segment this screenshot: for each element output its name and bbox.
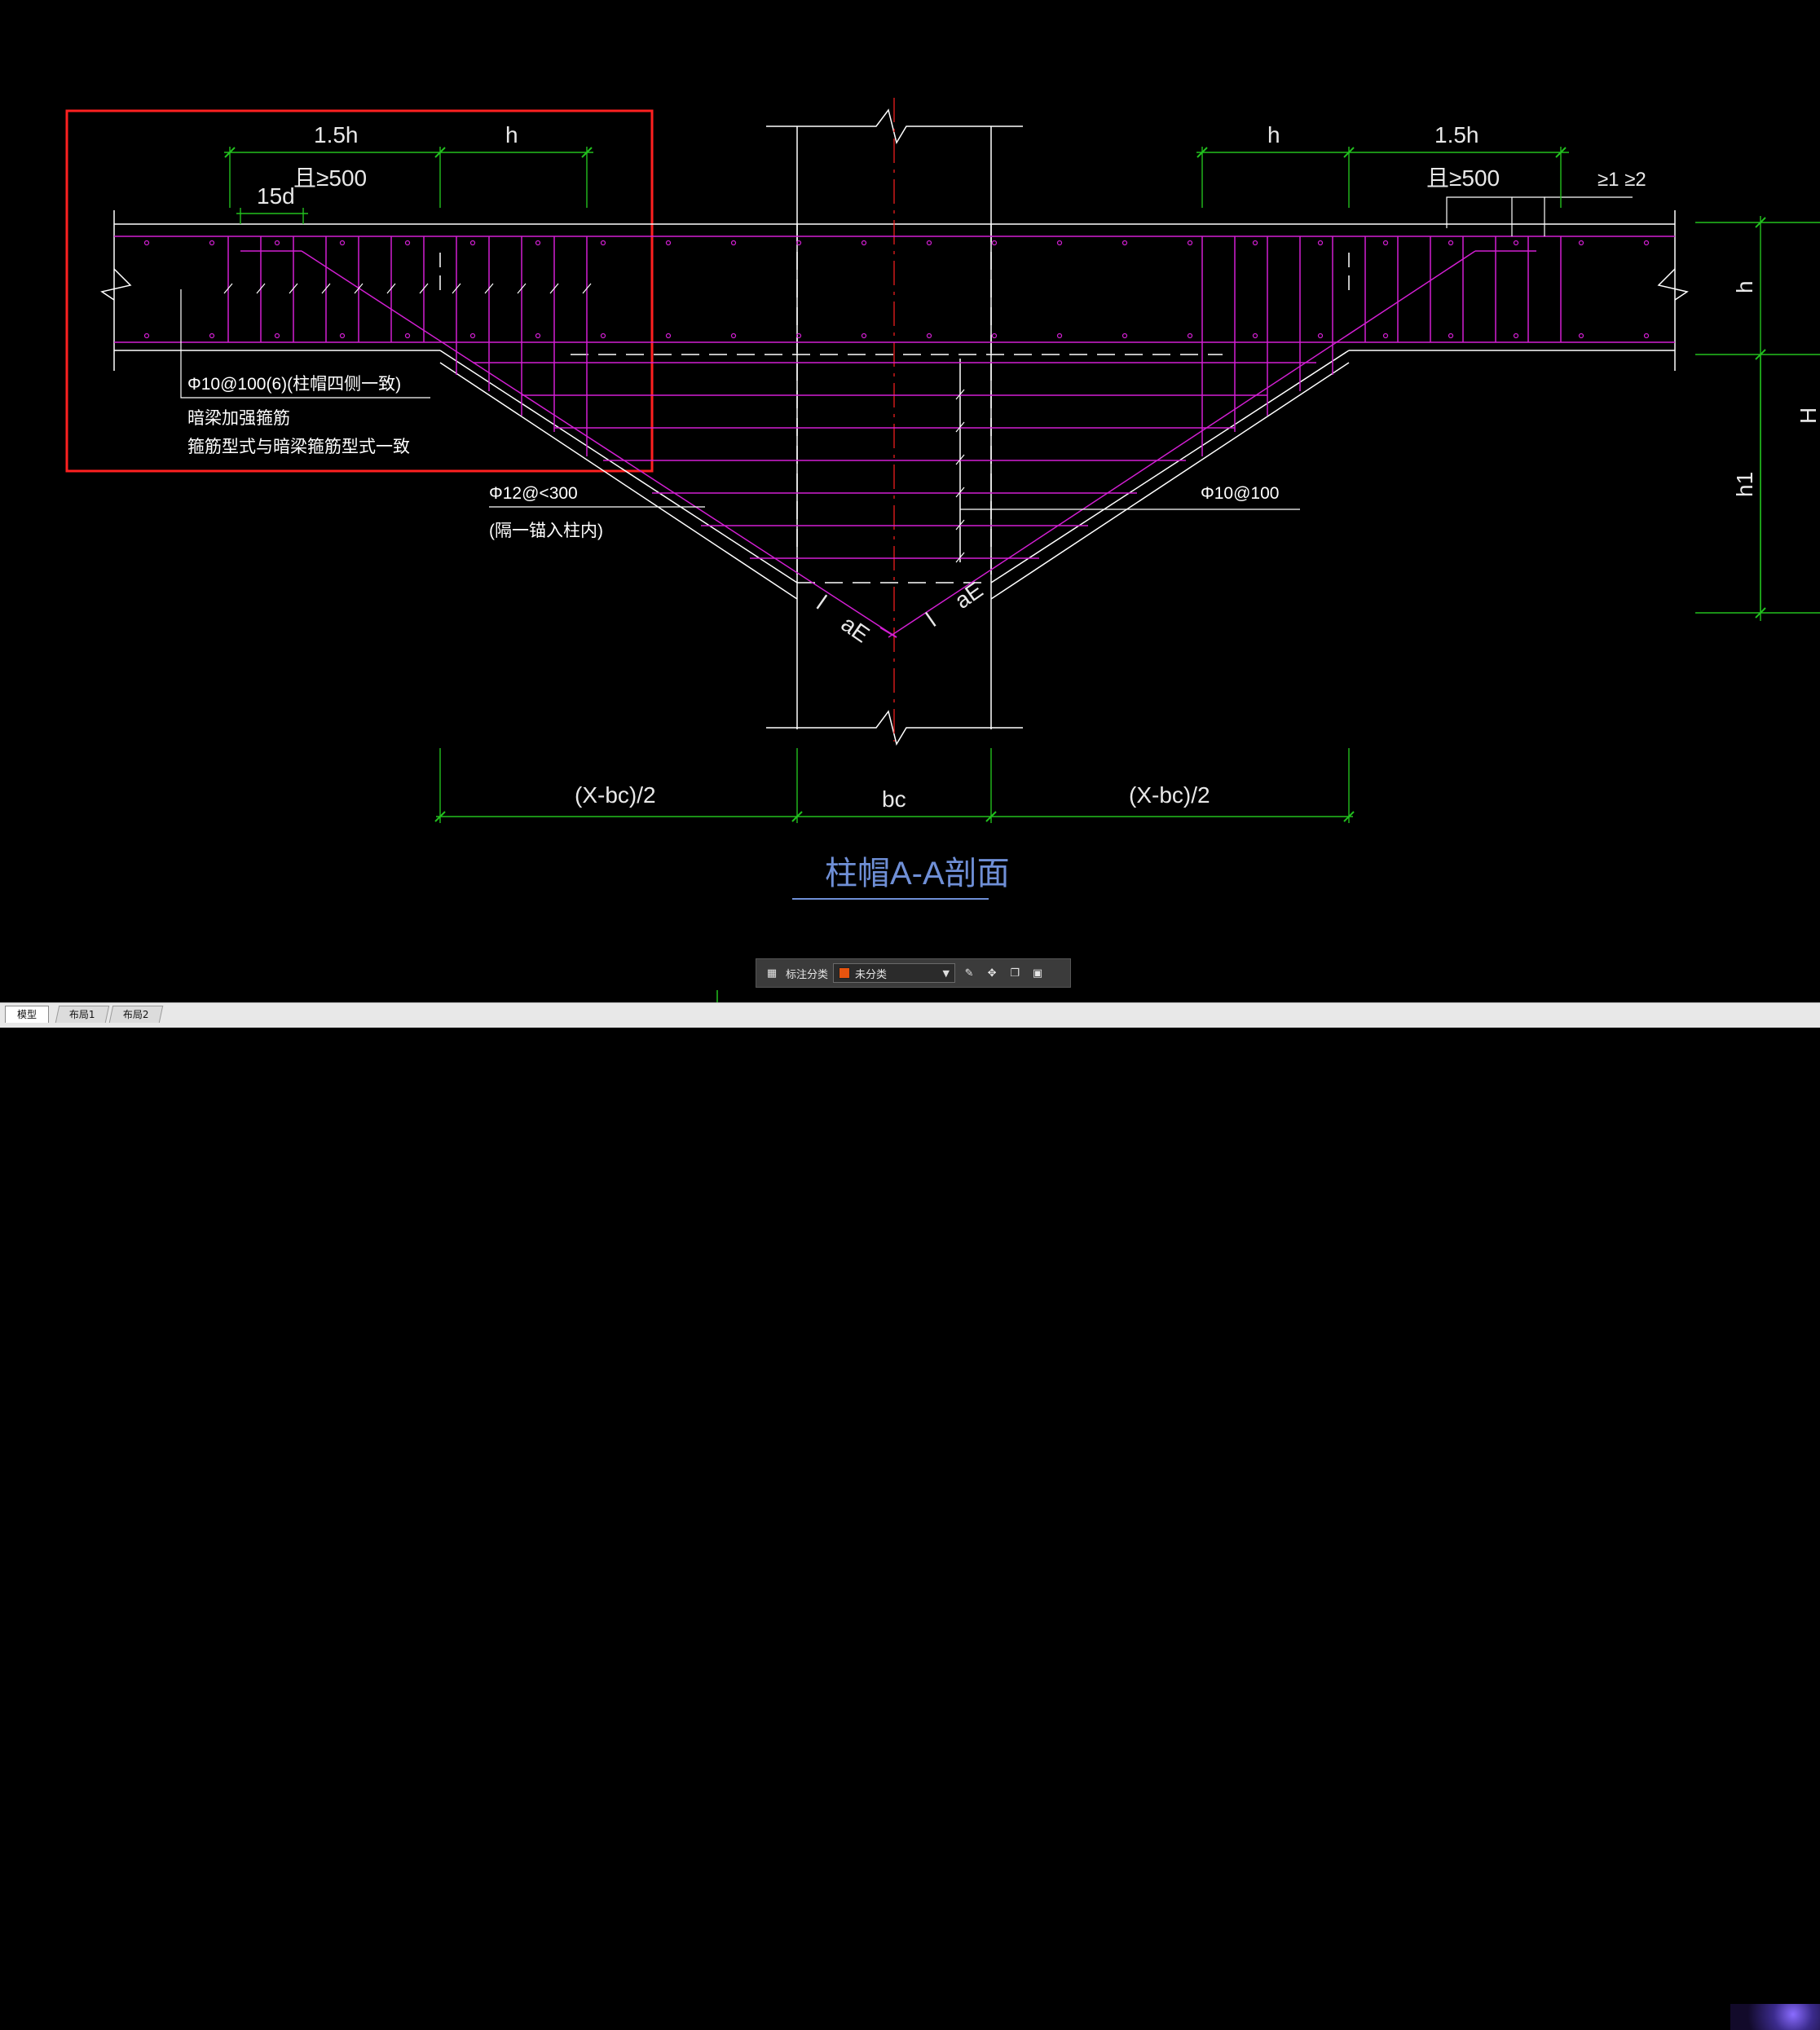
edit-icon[interactable]: ✎ [964,967,974,980]
leader-lines [180,196,1633,510]
cad-drawing-canvas[interactable]: 1.5h h 且≥500 15d h 1.5h 且≥500 ≥1 ≥2 (X-b… [0,0,1820,1002]
rebar-dots [143,240,1650,339]
anchor-right-l: l [922,608,941,632]
dim-bottom-left: (X-bc)/2 [575,782,656,808]
chevron-down-icon: ▼ [942,967,950,979]
dim-top-left-2: h [505,122,518,148]
grid-icon[interactable]: ▦ [766,967,778,980]
paste-icon[interactable]: ▣ [1032,967,1043,980]
move-icon[interactable]: ✥ [987,967,997,980]
rebar-group [114,236,1675,638]
left-note-line1: Φ10@100(6)(柱帽四侧一致) [187,375,401,394]
dim-bottom-right: (X-bc)/2 [1129,782,1210,808]
dim-side-h1: h1 [1732,472,1757,497]
category-select-value: 未分类 [855,968,888,981]
right-note: Φ10@100 [1201,484,1279,503]
dim-top-left-15d: 15d [257,183,295,209]
dim-top-right-2: 1.5h [1434,122,1479,148]
anchor-left-l: l [813,591,831,614]
dim-top-right-ratio: ≥1 ≥2 [1597,169,1646,191]
category-select[interactable]: 未分类 ▼ [833,963,956,983]
middle-note-line2: (隔一锚入柱内) [489,522,603,540]
copy-icon[interactable]: ❐ [1010,967,1020,980]
dim-top-left-1: 1.5h [314,122,359,148]
rebar-ticks [223,283,965,563]
color-swatch [839,967,851,979]
dim-top-left-cond: 且≥500 [293,165,367,191]
anchor-left-ae: aE [837,611,875,648]
tab-model[interactable]: 模型 [5,1006,50,1023]
highlight-box [65,109,654,473]
dim-bottom-mid: bc [882,786,906,812]
dim-top-right-cond: 且≥500 [1426,165,1500,191]
anchor-right-ae: aE [950,577,988,614]
left-note-line3: 箍筋型式与暗梁箍筋型式一致 [187,438,410,456]
wallpaper-thumbnail [1730,2004,1820,2030]
dimension-ticks [224,147,1766,822]
dim-side-h: h [1732,280,1757,293]
annotation-toolbar: ▦ 标注分类 未分类 ▼ ✎ ✥ ❐ ▣ [756,958,1071,988]
toolbar-label: 标注分类 [786,968,829,981]
left-note-line2: 暗梁加强箍筋 [187,409,290,428]
dim-side-H: H [1796,407,1820,424]
layout-tab-bar: 模型 布局1 布局2 [0,1002,1820,2030]
drawing-title: 柱帽A-A剖面 [825,856,1010,892]
tab-layout2[interactable]: 布局2 [108,1006,163,1023]
dim-top-right-1: h [1267,122,1280,148]
dimension-lines [224,147,1820,823]
tab-layout1[interactable]: 布局1 [55,1006,109,1023]
middle-note-line1: Φ12@<300 [489,484,578,503]
